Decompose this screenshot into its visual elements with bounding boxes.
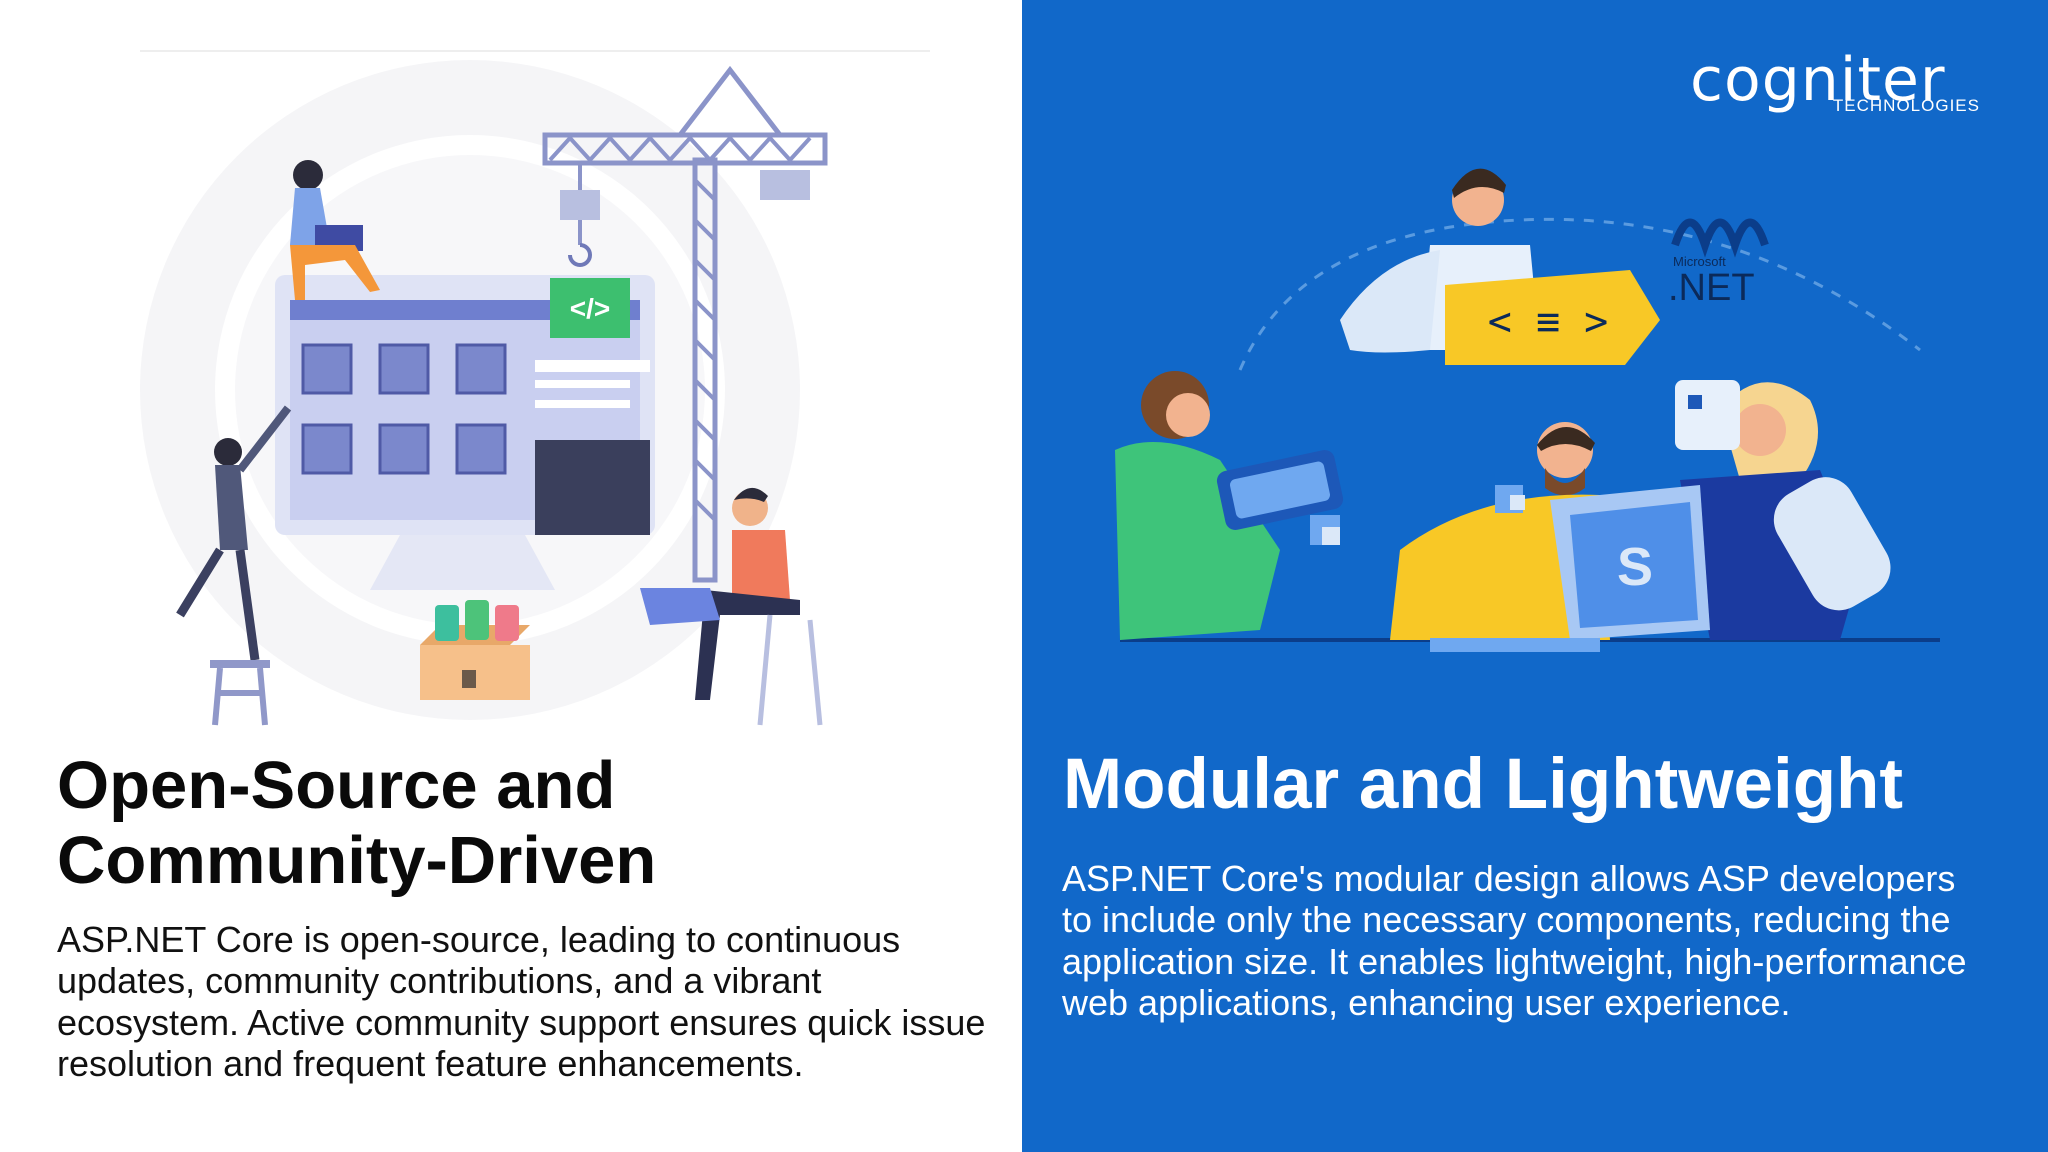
person-on-ladder-icon bbox=[176, 405, 292, 726]
left-panel: </> bbox=[0, 0, 1022, 1152]
body-open-source: ASP.NET Core is open-source, leading to … bbox=[57, 919, 986, 1085]
modular-illustration: Microsoft .NET < ≡ > bbox=[1115, 168, 1940, 652]
person-code-banner-icon: < ≡ > bbox=[1340, 168, 1660, 365]
person-laptop-icon bbox=[290, 160, 380, 300]
dotnet-label: .NET bbox=[1668, 267, 1755, 309]
person-tablet-icon bbox=[1115, 371, 1344, 640]
heading-line-2: Community-Driven bbox=[57, 823, 657, 899]
code-icon: </> bbox=[570, 293, 610, 324]
crane-icon bbox=[542, 65, 828, 583]
cogniter-logo: cogniter TECHNOLOGIES bbox=[1690, 50, 2000, 120]
divider bbox=[140, 50, 930, 52]
person-sitting-icon bbox=[640, 487, 823, 726]
floating-shapes-icon bbox=[1310, 380, 1740, 545]
box-icon bbox=[420, 600, 530, 700]
open-source-illustration: </> bbox=[140, 60, 828, 726]
svg-text:S: S bbox=[1617, 537, 1653, 597]
heading-line-1: Open-Source and bbox=[57, 748, 616, 823]
logo-word: cogniter bbox=[1690, 45, 1946, 115]
heading-open-source: Open-Source and Community-Driven bbox=[57, 748, 957, 898]
person-laptop-right-icon: S bbox=[1390, 422, 1710, 652]
heading-modular: Modular and Lightweight bbox=[1063, 745, 1904, 824]
body-modular: ASP.NET Core's modular design allows ASP… bbox=[1062, 858, 1967, 1024]
dotnet-microsoft-label: Microsoft bbox=[1673, 254, 1726, 269]
dotnet-logo-icon: Microsoft .NET bbox=[1668, 218, 1769, 309]
logo-subtitle: TECHNOLOGIES bbox=[1832, 96, 1980, 115]
monitor-icon: </> bbox=[275, 275, 655, 590]
person-right-icon bbox=[1680, 382, 1891, 640]
svg-text:< ≡ >: < ≡ > bbox=[1488, 299, 1608, 345]
